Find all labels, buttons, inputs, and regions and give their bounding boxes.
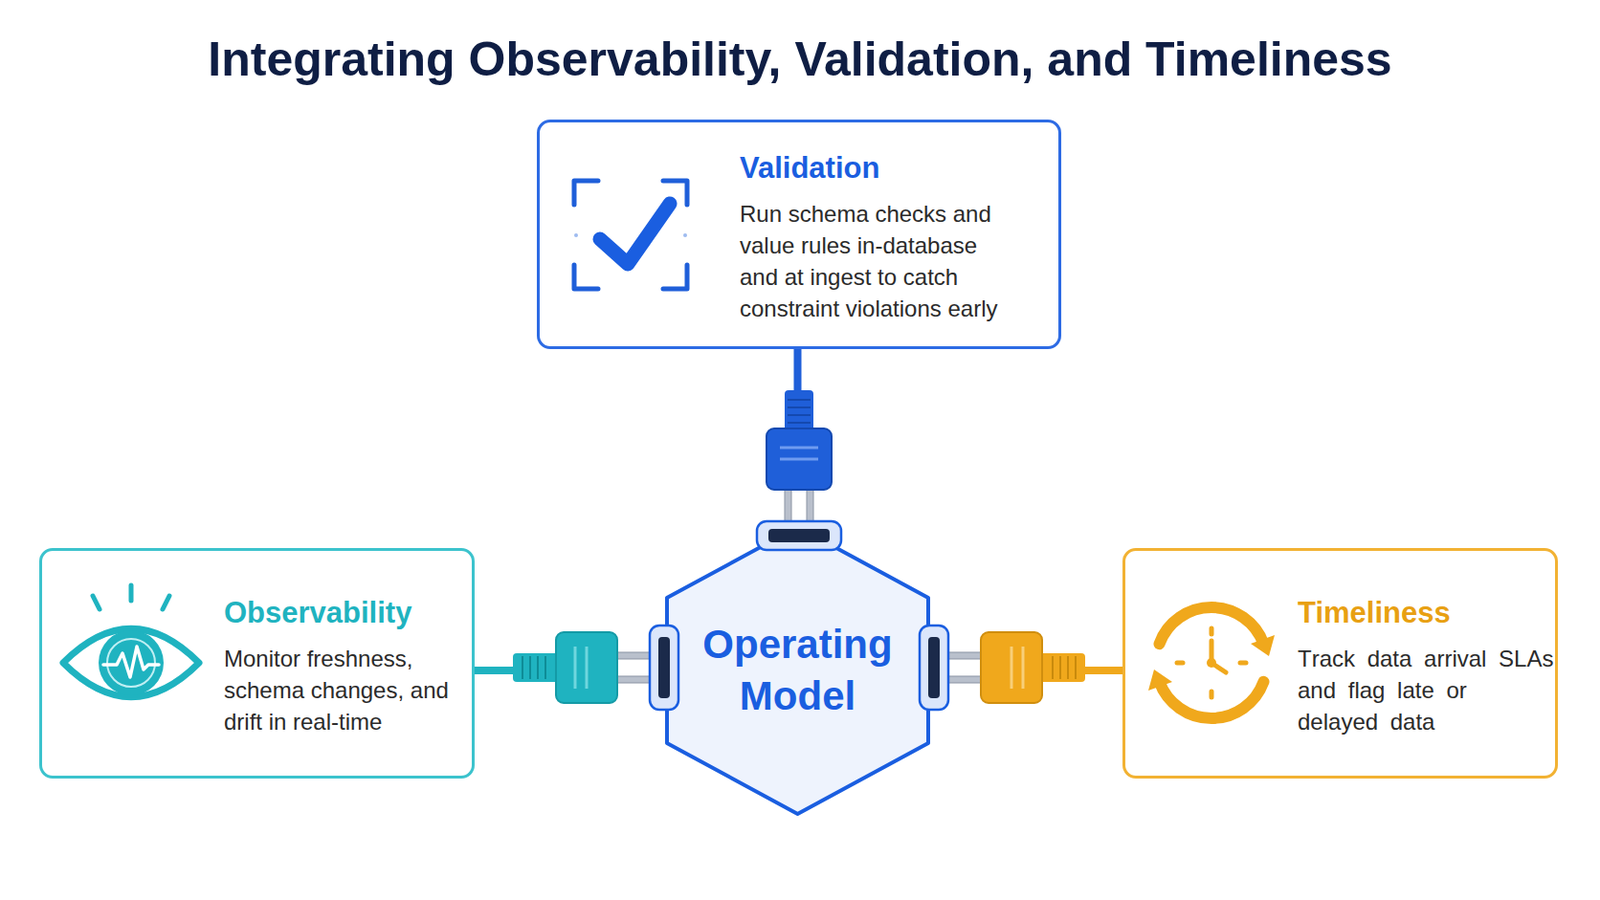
- clock-tick: [1209, 691, 1215, 698]
- socket-slot: [658, 637, 670, 699]
- plug-prong: [936, 676, 983, 684]
- clock-icon: [1148, 607, 1275, 719]
- cable-connector: [794, 349, 802, 526]
- hub-hexagon: Operating Model: [665, 525, 931, 817]
- clock-tick: [1240, 661, 1246, 667]
- check-icon: [574, 180, 688, 289]
- clock-tick: [1177, 661, 1183, 667]
- plug-backing: [617, 646, 656, 689]
- corner-bracket: [663, 265, 688, 289]
- plug-backing: [777, 486, 822, 529]
- rib: [1059, 656, 1062, 680]
- rib: [544, 656, 547, 680]
- plug-relief: [1039, 653, 1086, 683]
- hub-socket: [919, 625, 949, 711]
- plug-right: [919, 625, 1086, 711]
- hub-socket: [756, 521, 842, 551]
- rib: [787, 399, 811, 401]
- socket-slot: [768, 529, 830, 543]
- clock-tick: [1209, 628, 1215, 635]
- arrow-head: [1148, 669, 1173, 691]
- box-heading: Observability: [223, 596, 468, 631]
- box-heading: Validation: [739, 151, 1008, 186]
- text-column: ValidationRun schema checks and value ru…: [739, 151, 1008, 325]
- plug-prong: [784, 484, 792, 531]
- hexagon-shape: [666, 527, 929, 815]
- cycle-arrow: [1159, 607, 1265, 645]
- text-column: TimelinessTrack data arrival SLAs and fl…: [1297, 596, 1556, 738]
- box-body: Monitor freshness, schema changes, and d…: [223, 643, 468, 738]
- rib: [536, 656, 539, 680]
- hub-socket: [649, 625, 679, 711]
- hub-label-wrap: Operating Model: [665, 525, 931, 817]
- plug-relief: [784, 390, 814, 433]
- plug-ribs: [787, 400, 811, 423]
- plug-grip: [779, 458, 819, 462]
- eye-lash: [129, 585, 134, 601]
- eye-lash: [162, 596, 170, 610]
- cycle-arrow: [1159, 682, 1265, 719]
- rib: [787, 422, 811, 424]
- text-column: ObservabilityMonitor freshness, schema c…: [223, 596, 468, 738]
- cable-connector: [930, 666, 1123, 675]
- dot: [574, 233, 578, 238]
- plug-ribs: [1052, 656, 1076, 680]
- arrow-head: [1250, 635, 1275, 657]
- corner-bracket: [574, 265, 599, 289]
- plug-body: [980, 632, 1043, 704]
- rib: [787, 406, 811, 409]
- rib: [1074, 656, 1077, 680]
- corner-bracket: [574, 180, 599, 205]
- plug-prong: [615, 652, 662, 660]
- heartbeat-line: [103, 646, 159, 678]
- clock-hand: [1209, 641, 1215, 664]
- plug-body: [555, 632, 618, 704]
- info-box: TimelinessTrack data arrival SLAs and fl…: [1122, 548, 1558, 779]
- rib: [529, 656, 532, 680]
- plug-grip: [779, 446, 819, 450]
- hub-label: Operating Model: [688, 619, 909, 723]
- plug-grip: [574, 646, 578, 689]
- cable-connector: [474, 666, 666, 675]
- clock-hand: [1211, 663, 1226, 673]
- rib: [1066, 656, 1069, 680]
- iris-ring: [107, 639, 156, 688]
- plug-left: [512, 625, 679, 711]
- info-box: ObservabilityMonitor freshness, schema c…: [39, 548, 475, 779]
- plug-grip: [1010, 646, 1014, 689]
- diagram-title: Integrating Observability, Validation, a…: [0, 30, 1600, 89]
- plug-prong: [806, 484, 814, 531]
- rib: [521, 656, 524, 680]
- hexagon-outline: [665, 525, 931, 817]
- plug-ribs: [522, 656, 546, 680]
- plug-top: [756, 390, 842, 551]
- eye-icon: [63, 585, 200, 698]
- plug-prong: [936, 652, 983, 660]
- clock-center: [1206, 658, 1217, 668]
- plug-relief: [512, 653, 559, 683]
- iris: [98, 630, 164, 696]
- plug-backing: [942, 646, 981, 689]
- socket-slot: [928, 637, 940, 699]
- dot: [683, 233, 688, 238]
- eye-lash: [92, 596, 100, 610]
- rib: [1051, 656, 1054, 680]
- box-heading: Timeliness: [1297, 596, 1556, 631]
- plug-grip: [585, 646, 589, 689]
- box-body: Run schema checks and value rules in-dat…: [739, 198, 1008, 325]
- clock-face: [1177, 628, 1246, 698]
- corner-bracket: [663, 180, 688, 205]
- plug-prong: [615, 676, 662, 684]
- plug-grip: [1022, 646, 1025, 689]
- plug-body: [766, 428, 832, 490]
- check-mark: [600, 203, 670, 265]
- box-body: Track data arrival SLAs and flag late or…: [1297, 643, 1556, 738]
- eye-outline: [63, 629, 200, 698]
- info-box: ValidationRun schema checks and value ru…: [536, 119, 1062, 350]
- rib: [787, 414, 811, 417]
